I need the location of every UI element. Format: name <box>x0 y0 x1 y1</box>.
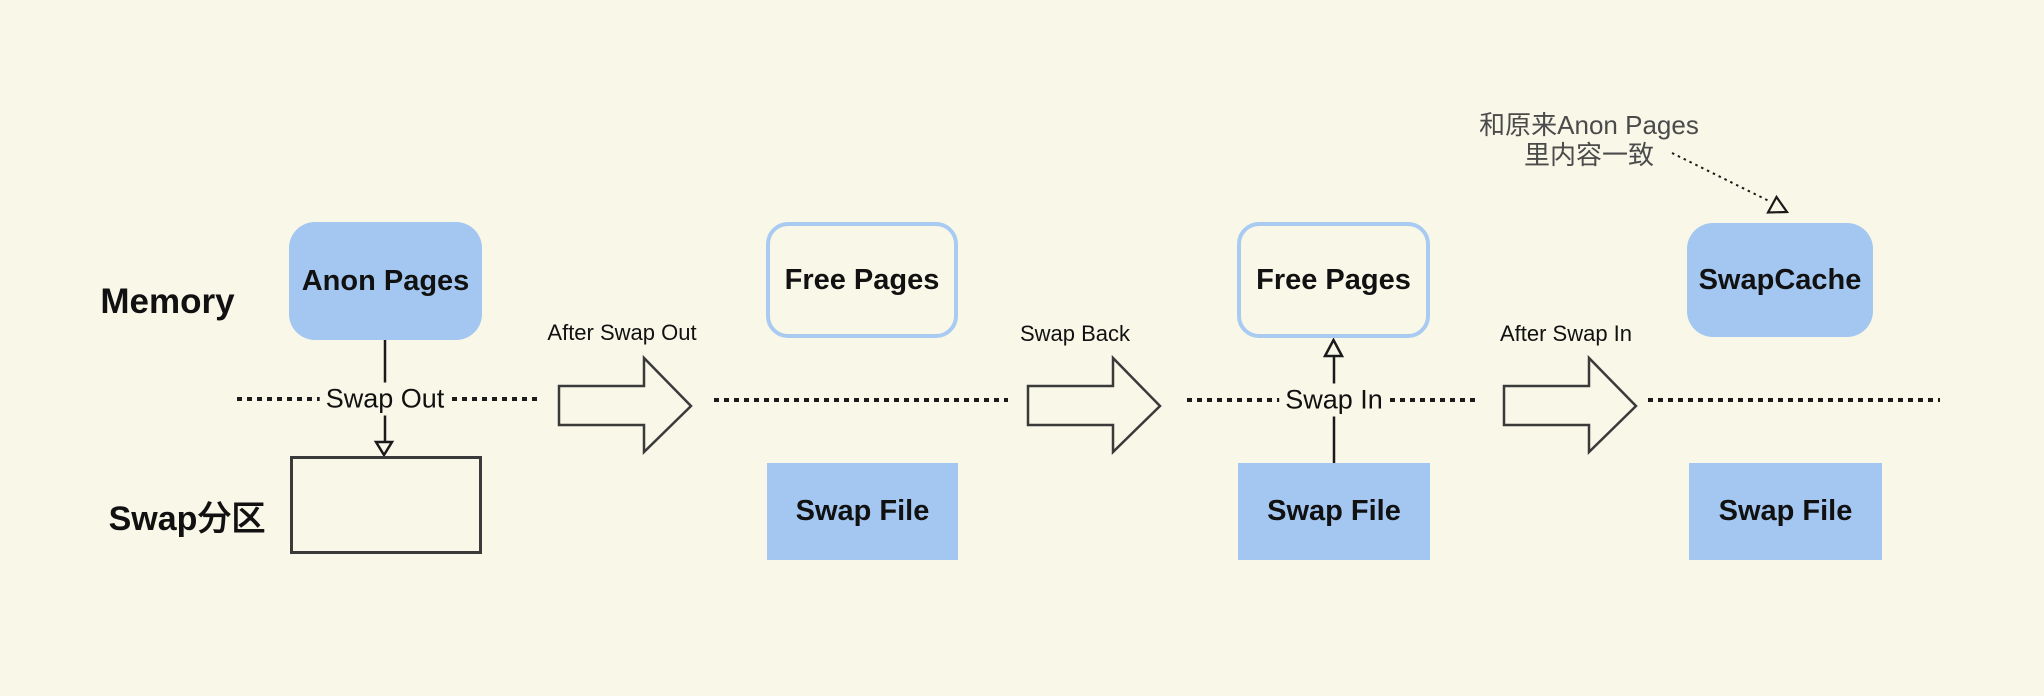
swap-file-box-1: Swap File <box>767 463 958 560</box>
swap-file-box-2: Swap File <box>1238 463 1430 560</box>
swapcache-box: SwapCache <box>1687 223 1873 337</box>
swap-out-arrowhead <box>373 440 395 458</box>
memory-row-label: Memory <box>100 282 235 321</box>
annotation-line-1: 和原来Anon Pages <box>1479 110 1699 140</box>
swapcache-annotation: 和原来Anon Pages 里内容一致 <box>1479 110 1699 170</box>
swap-partition-row-label: Swap分区 <box>108 500 266 538</box>
annotation-pointer <box>1671 152 1790 214</box>
block-arrow-after-swap-out <box>557 354 693 455</box>
block-arrow-after-swap-in <box>1502 354 1638 455</box>
swap-in-label: Swap In <box>1279 383 1389 417</box>
free-pages-box-2: Free Pages <box>1237 222 1430 338</box>
stage-arrows <box>557 354 1638 455</box>
swap-in-arrowhead <box>1322 337 1345 358</box>
annotation-dotted-line <box>1671 152 1770 202</box>
after-swap-in-caption: After Swap In <box>1499 321 1633 346</box>
swap-back-caption: Swap Back <box>1019 321 1131 346</box>
swap-file-box-3: Swap File <box>1689 463 1882 560</box>
swap-partition-box <box>290 456 482 554</box>
free-pages-box-1: Free Pages <box>766 222 958 338</box>
annotation-arrowhead <box>1766 194 1790 214</box>
swap-out-label: Swap Out <box>319 382 451 416</box>
after-swap-out-caption: After Swap Out <box>547 320 697 345</box>
block-arrow-swap-back <box>1026 354 1162 455</box>
anon-pages-box: Anon Pages <box>289 222 482 340</box>
annotation-line-2: 里内容一致 <box>1523 140 1655 170</box>
dotted-baseline <box>237 397 1940 402</box>
